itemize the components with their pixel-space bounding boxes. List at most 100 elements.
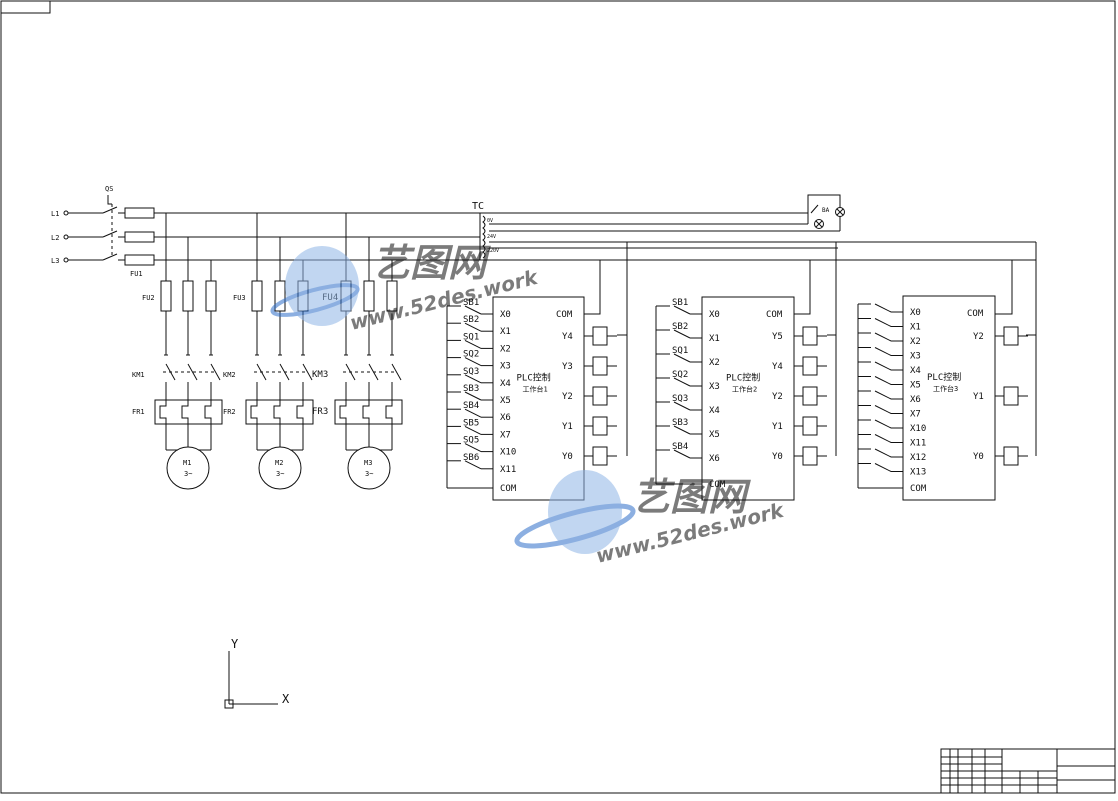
plc1-device-SB4: SB4 xyxy=(463,401,479,411)
terminal-l1 xyxy=(63,210,69,216)
thermal-element xyxy=(204,400,212,424)
branch-fuse xyxy=(160,280,172,312)
thermal-element xyxy=(181,400,189,424)
plc1-output-Y0: Y0 xyxy=(562,452,573,462)
plc3-coil-Y2 xyxy=(1003,326,1019,346)
plc2-coil-Y5 xyxy=(802,326,818,346)
motor-name: M1 xyxy=(183,459,191,467)
sheet-corner-tag xyxy=(0,0,51,14)
thermal-element xyxy=(273,400,281,424)
plc1-block: X0SB1X1SB2X2SQ1X3SQ2X4SQ3X5SB3X6SB4X7SB5… xyxy=(446,296,617,501)
relay-label: FR3 xyxy=(312,407,328,417)
plc3-input-X1: X1 xyxy=(910,323,921,333)
motor-phase: 3~ xyxy=(184,470,192,478)
ucs-icon: Y X xyxy=(224,637,290,709)
fuse-label: FU3 xyxy=(233,294,246,302)
plc3-input-X2: X2 xyxy=(910,337,921,347)
plc1-device-SQ5: SQ5 xyxy=(463,436,479,446)
plc3-input-X10: X10 xyxy=(910,424,926,434)
ba-label: BA xyxy=(822,207,830,214)
motor-name: M3 xyxy=(364,459,372,467)
qs-label: QS xyxy=(105,185,113,193)
fu1-fuse-l1 xyxy=(124,207,155,219)
plc1-input-X5: X5 xyxy=(500,396,511,406)
plc2-coil-Y2 xyxy=(802,386,818,406)
motor-name: M2 xyxy=(275,459,283,467)
plc2-coil-Y0 xyxy=(802,446,818,466)
plc2-subtitle: 工作台2 xyxy=(732,385,757,394)
plc3-input-X0: X0 xyxy=(910,308,921,318)
plc1-device-SB6: SB6 xyxy=(463,453,479,463)
plc3-input-X5: X5 xyxy=(910,381,921,391)
plc2-input-X3: X3 xyxy=(709,382,720,392)
watermark-bottom: 艺图网 www.52des.work xyxy=(514,470,787,568)
plc3-output-Y0: Y0 xyxy=(973,452,984,462)
thermal-element xyxy=(159,400,167,424)
plc1-input-X0: X0 xyxy=(500,310,511,320)
tc-label: TC xyxy=(472,201,484,212)
contactor-label: KM3 xyxy=(312,370,328,380)
thermal-element xyxy=(250,400,258,424)
plc2-output-Y4: Y4 xyxy=(772,362,783,372)
plc2-input-X2: X2 xyxy=(709,358,720,368)
ucs-x-label: X xyxy=(282,692,290,706)
transformer-tc: TC 0V 24V 220V xyxy=(472,201,1036,260)
plc3-input-X13: X13 xyxy=(910,468,926,478)
plc1-output-Y1: Y1 xyxy=(562,422,573,432)
fuse-label: FU2 xyxy=(142,294,155,302)
terminal-l2 xyxy=(63,234,69,240)
plc3-coil-Y0 xyxy=(1003,446,1019,466)
plc2-com-in: COM xyxy=(709,480,726,490)
thermal-element xyxy=(296,400,304,424)
plc2-input-X4: X4 xyxy=(709,406,720,416)
plc3-input-X6: X6 xyxy=(910,395,921,405)
plc3-com-in: COM xyxy=(910,484,927,494)
plc2-input-X0: X0 xyxy=(709,310,720,320)
plc2-device-SB4: SB4 xyxy=(672,442,688,452)
alarm-circuit: BA xyxy=(807,194,845,231)
plc1-coil-Y2 xyxy=(592,386,608,406)
plc2-coil-Y1 xyxy=(802,416,818,436)
plc2-title: PLC控制 xyxy=(726,372,760,384)
plc1-output-Y4: Y4 xyxy=(562,332,573,342)
plc1-com-out: COM xyxy=(556,310,573,320)
plc3-title: PLC控制 xyxy=(927,371,961,383)
plc1-com-in: COM xyxy=(500,484,517,494)
plc2-output-Y1: Y1 xyxy=(772,422,783,432)
plc2-device-SQ1: SQ1 xyxy=(672,346,688,356)
plc2-input-X1: X1 xyxy=(709,334,720,344)
fu1-fuse-l2 xyxy=(124,231,155,243)
tc-tap-220v: 220V xyxy=(487,248,499,254)
plc2-device-SB1: SB1 xyxy=(672,298,688,308)
watermark-brand: 艺图网 xyxy=(372,241,491,285)
motor-1-icon xyxy=(166,446,210,490)
plc3-output-Y1: Y1 xyxy=(973,392,984,402)
plc2-input-X5: X5 xyxy=(709,430,720,440)
plc3-input-X11: X11 xyxy=(910,439,926,449)
branch-fuse xyxy=(182,280,194,312)
branch-fuse xyxy=(205,280,217,312)
title-block xyxy=(940,748,1116,794)
branch-fuse xyxy=(251,280,263,312)
plc1-device-SB3: SB3 xyxy=(463,384,479,394)
contactor-label: KM2 xyxy=(223,371,236,379)
line-label-l2: L2 xyxy=(51,234,59,242)
plc2-com-out: COM xyxy=(766,310,783,320)
motor-phase: 3~ xyxy=(276,470,284,478)
plc2-output-Y5: Y5 xyxy=(772,332,783,342)
plc2-device-SB3: SB3 xyxy=(672,418,688,428)
line-label-l3: L3 xyxy=(51,257,59,265)
relay-label: FR1 xyxy=(132,408,145,416)
plc1-device-SQ1: SQ1 xyxy=(463,332,479,342)
ucs-y-label: Y xyxy=(231,637,239,651)
motor-3-icon xyxy=(347,446,391,490)
plc-sections: X0SB1X1SB2X2SQ1X3SQ2X4SQ3X5SB3X6SB4X7SB5… xyxy=(446,295,1028,501)
fu1-fuse-l3 xyxy=(124,254,155,266)
line-label-l1: L1 xyxy=(51,210,59,218)
thermal-element xyxy=(339,400,347,424)
plc3-com-out: COM xyxy=(967,309,984,319)
